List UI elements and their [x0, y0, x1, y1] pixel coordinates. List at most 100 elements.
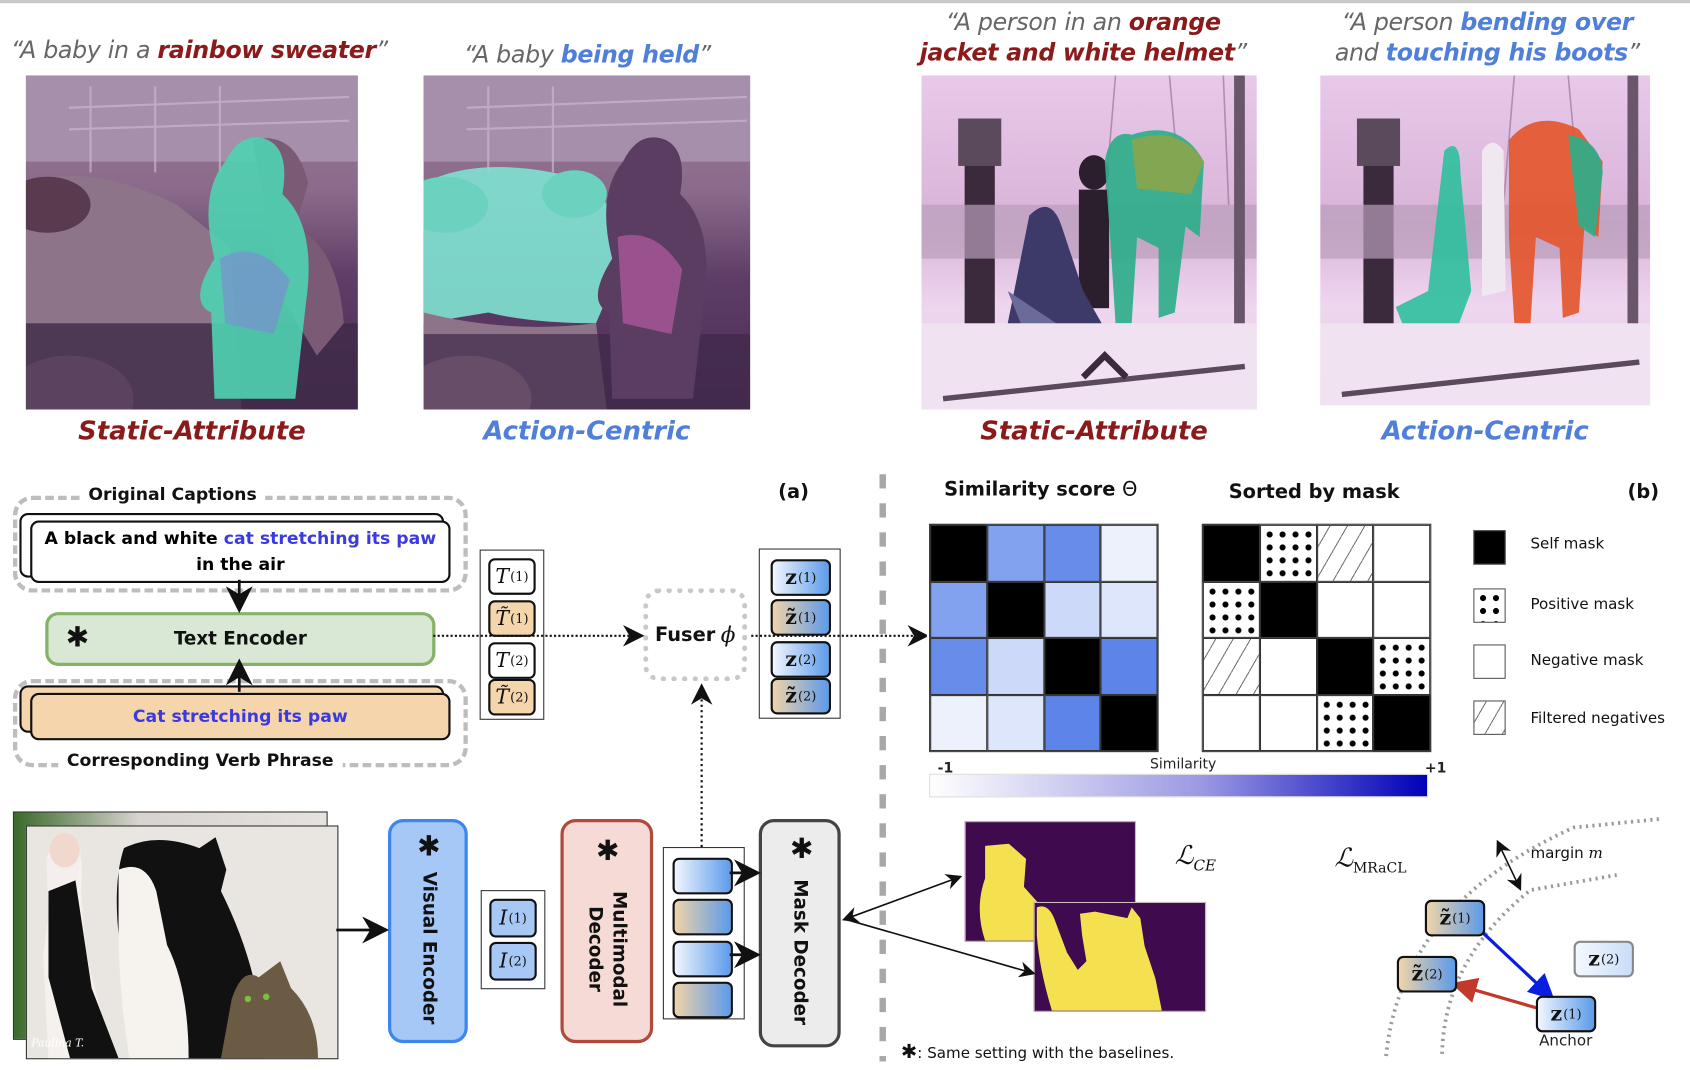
fused-token-column: z(1) z̃(1) z(2) z̃(2) [758, 548, 841, 719]
token-symbol: z̃ [785, 605, 797, 630]
mask-cell-filtered [1316, 524, 1374, 582]
example-quote-1: “A baby in a rainbow sweater” [11, 37, 388, 67]
token-symbol: T [495, 648, 510, 673]
similarity-cell-2-2 [1043, 637, 1101, 695]
similarity-cell-0-0 [930, 524, 987, 582]
quote-text: “A person [1341, 9, 1461, 37]
token-symbol: z̃ [1411, 962, 1424, 987]
similarity-cell-0-1 [986, 524, 1044, 582]
mask-matrix [1201, 523, 1432, 753]
similarity-cell-3-0 [930, 694, 987, 752]
positive-pull-arrow [1477, 927, 1555, 1001]
quote-text: ” [1234, 39, 1247, 67]
mask-cell-positive [1259, 524, 1317, 582]
margin-text: margin [1530, 844, 1584, 863]
mask-cell-positive [1316, 694, 1374, 752]
mask-cell-self [1316, 637, 1374, 695]
verb-card: Cat stretching its paw [30, 692, 451, 741]
similarity-matrix [929, 523, 1159, 753]
token-symbol: z̃ [1439, 906, 1452, 930]
mracl-token-zt1: z̃(1) [1424, 899, 1486, 937]
inner-margin-arc [1440, 873, 1618, 1054]
title-text: Similarity score [944, 478, 1116, 502]
quote-highlight: bending over [1460, 9, 1634, 37]
token-symbol: T̃ [495, 685, 510, 710]
mask-cell-self [1373, 694, 1431, 752]
similarity-title: Similarity score Θ [944, 478, 1137, 501]
mask-cell-filtered [1202, 637, 1260, 695]
verb-phrase-text: Cat stretching its paw [132, 705, 348, 727]
frozen-star-icon: ✱ [596, 835, 620, 868]
decoder-token-3 [672, 940, 733, 978]
verb-phrase-title: Corresponding Verb Phrase [58, 750, 343, 771]
decoder-output-column [662, 846, 745, 1020]
quote-highlight: touching his boots [1385, 39, 1629, 67]
top-border [0, 0, 1690, 4]
mask-cell-positive [1202, 581, 1260, 638]
caption-card: A black and white cat stretching its paw… [30, 520, 451, 583]
loss-symbol: ℒ [1174, 840, 1194, 871]
panel-divider [879, 474, 886, 1062]
footnote-text: : Same setting with the baselines. [917, 1045, 1175, 1063]
quote-highlight: rainbow sweater [157, 37, 376, 65]
caption-line2: in the air [196, 553, 285, 575]
quote-text: ” [375, 37, 388, 65]
margin-symbol: m [1588, 844, 1603, 863]
legend-label-negative: Negative mask [1530, 651, 1644, 670]
text-encoder-block: ✱ Text Encoder [45, 612, 436, 666]
quote-text: and [1334, 39, 1386, 67]
visual-encoder-label: Visual Encoder [418, 871, 440, 1025]
legend-label-positive: Positive mask [1530, 595, 1634, 614]
mask-cell-negative [1373, 524, 1431, 582]
panel-b-label: (b) [1627, 480, 1660, 504]
footnote: ✱: Same setting with the baselines. [901, 1041, 1174, 1064]
star-icon: ✱ [901, 1040, 918, 1064]
frozen-star-icon: ✱ [790, 832, 814, 866]
legend-label-filtered: Filtered negatives [1530, 710, 1666, 728]
mask-cell-negative [1259, 694, 1317, 752]
mask-cell-self [1202, 524, 1260, 582]
text-encoder-label: Text Encoder [173, 628, 307, 650]
mask-cell-negative [1316, 581, 1374, 638]
legend-label-self: Self mask [1530, 535, 1605, 553]
example-image-2 [423, 75, 751, 410]
fused-token-zt1: z̃(1) [770, 599, 831, 636]
quote-text: “A baby in a [10, 37, 158, 65]
sorted-title: Sorted by mask [1228, 480, 1400, 504]
token-index: (1) [508, 910, 527, 926]
anchor-label: Anchor [1539, 1032, 1593, 1050]
similarity-cell-0-2 [1043, 524, 1101, 582]
token-index: (2) [1424, 966, 1443, 982]
mask-decoder-to-mask2-arrow [844, 918, 1036, 978]
predicted-mask-2 [1033, 901, 1207, 1012]
token-symbol: I [499, 949, 508, 974]
outer-margin-arc [1384, 817, 1660, 1057]
text-token-2: T(2) [488, 642, 536, 679]
caption-highlight: cat stretching its paw [223, 528, 437, 549]
mask-shape [1036, 906, 1162, 1011]
caption-plain: A black and white [44, 528, 224, 549]
category-label-static: Static-Attribute [980, 415, 1208, 447]
category-label-static: Static-Attribute [78, 415, 306, 447]
token-index: (1) [510, 610, 529, 627]
token-symbol: T [495, 564, 510, 589]
scene-snow-people [921, 75, 1257, 410]
similarity-cell-2-0 [930, 637, 987, 695]
quote-text: “A person in an [945, 9, 1129, 37]
example-image-4 [1320, 75, 1651, 406]
mask-cell-negative [1259, 637, 1317, 695]
text-token-1-verb: T̃(1) [488, 600, 536, 637]
image-token-2: I(2) [489, 941, 537, 981]
token-symbol: z [785, 647, 797, 672]
panel-a-connectors [225, 579, 927, 969]
token-index: (2) [797, 651, 817, 668]
loss-subscript: CE [1193, 857, 1217, 875]
example-quote-2: “A baby being held” [431, 41, 744, 71]
token-symbol: I [499, 906, 508, 930]
similarity-cell-2-1 [986, 637, 1044, 695]
mask-decoder-block: ✱ Mask Decoder [758, 818, 841, 1048]
similarity-cell-1-3 [1100, 581, 1158, 638]
